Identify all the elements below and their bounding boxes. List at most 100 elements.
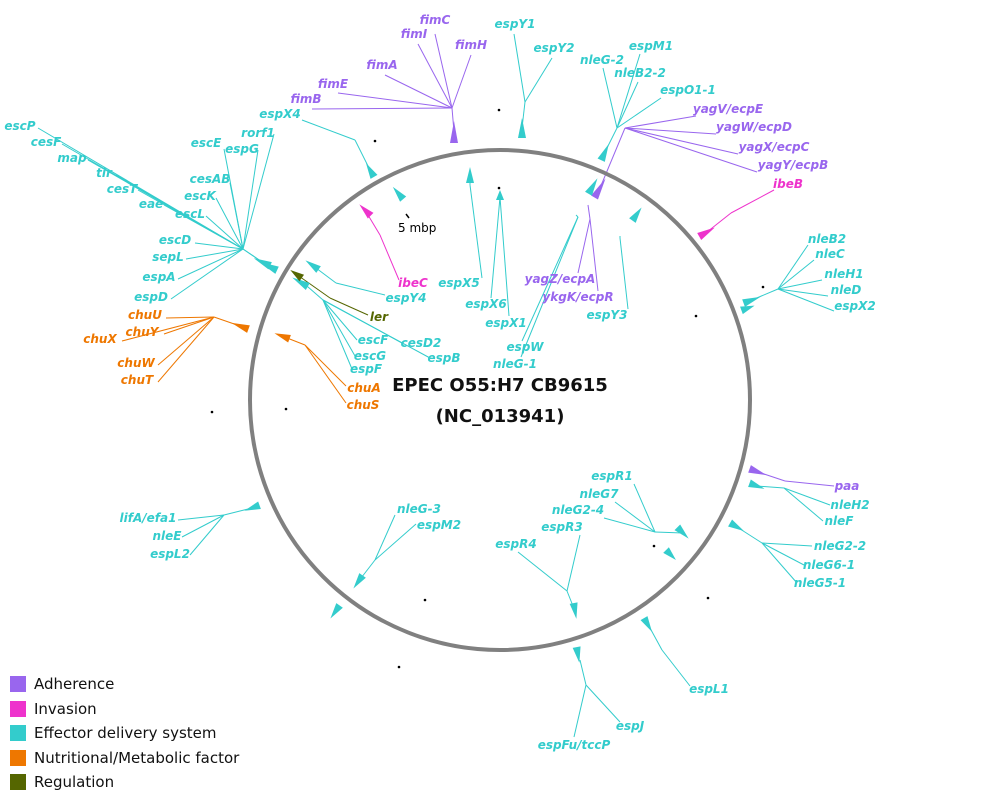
- gene-feature: [597, 143, 609, 162]
- gene-label: ler: [370, 310, 389, 324]
- gene-label: espY2: [534, 41, 575, 55]
- connector-line: [585, 684, 621, 723]
- connector-line: [661, 649, 691, 687]
- gene-feature: [292, 277, 310, 290]
- connector-line: [451, 54, 472, 109]
- connector-line: [777, 259, 815, 290]
- connector-line: [524, 57, 553, 103]
- gene-label: chuS: [347, 398, 380, 412]
- connector-line: [517, 551, 568, 592]
- gene-label: chuT: [121, 373, 154, 387]
- connector-line: [223, 148, 244, 250]
- connector-line: [304, 344, 347, 404]
- gene-label: espG: [225, 142, 259, 156]
- gene-label: espX6: [465, 297, 506, 311]
- gene-label: espY1: [495, 17, 536, 31]
- gene-label: fimH: [455, 38, 487, 52]
- gene-label: espX2: [834, 299, 875, 313]
- connector-line: [777, 288, 829, 297]
- gene-label: espX4: [259, 107, 300, 121]
- gene-label: espY4: [386, 291, 427, 305]
- position-dot: [706, 596, 710, 600]
- gene-label: chuA: [347, 381, 381, 395]
- connector-line: [616, 81, 639, 129]
- gene-label: nleB2-2: [614, 66, 666, 80]
- connector-line: [170, 248, 244, 300]
- connector-line: [614, 501, 656, 533]
- gene-label: espJ: [616, 719, 645, 733]
- gene-feature: [663, 547, 676, 560]
- gene-feature: [290, 269, 305, 282]
- connector-line: [337, 92, 453, 109]
- gene-feature: [748, 479, 765, 489]
- gene-feature: [518, 118, 526, 138]
- gene-feature: [353, 573, 366, 589]
- gene-label: fimB: [290, 92, 321, 106]
- connector-line: [566, 534, 581, 592]
- gene-feature: [572, 646, 581, 663]
- gene-label: espR4: [495, 537, 536, 551]
- genome-circle: [248, 148, 752, 652]
- gene-label: espW: [506, 340, 544, 354]
- marker-label: 5 mbp: [398, 221, 436, 235]
- gene-label: yagW/ecpD: [716, 120, 792, 134]
- connector-line: [163, 316, 215, 335]
- connector-line: [577, 218, 591, 274]
- legend-label: Effector delivery system: [34, 724, 217, 743]
- marker-tick: [405, 213, 410, 219]
- gene-feature: [392, 186, 407, 202]
- connector-line: [384, 74, 453, 109]
- legend-item-invasion: Invasion: [10, 697, 239, 722]
- connector-line: [761, 542, 798, 584]
- connector-line: [783, 487, 824, 522]
- gene-features: [231, 118, 767, 663]
- connector-line: [301, 119, 356, 141]
- gene-label: sepL: [152, 250, 184, 264]
- genome-accession: (NC_013941): [436, 406, 565, 427]
- legend-item-regulation: Regulation: [10, 770, 239, 795]
- connector-stem: [575, 214, 579, 218]
- connector-line: [121, 316, 215, 342]
- connector-line: [322, 299, 358, 341]
- connector-line: [619, 237, 629, 310]
- legend-label: Regulation: [34, 773, 115, 792]
- connector-line: [189, 514, 225, 556]
- connector-stem: [599, 127, 626, 189]
- gene-feature: [366, 163, 378, 179]
- gene-label: nleB2: [808, 232, 846, 246]
- connector-line: [311, 107, 453, 110]
- connector-line: [783, 487, 831, 506]
- gene-label: nleG7: [580, 487, 620, 501]
- legend-label: Nutritional/Metabolic factor: [34, 748, 240, 767]
- connector-line: [624, 115, 697, 129]
- gene-feature: [359, 204, 374, 219]
- gene-label: espB: [427, 351, 460, 365]
- connector-line: [335, 282, 386, 296]
- gene-label: cesT: [107, 182, 138, 196]
- gene-label: map: [57, 151, 87, 165]
- gene-label: espR3: [541, 520, 582, 534]
- gene-feature: [742, 296, 761, 307]
- gene-label: nleG2-4: [552, 503, 604, 517]
- connector-line: [205, 215, 244, 250]
- gene-feature: [629, 207, 642, 223]
- legend-item-adherence: Adherence: [10, 672, 239, 697]
- gene-label: nleG6-1: [803, 558, 855, 572]
- legend-label: Adherence: [34, 675, 115, 694]
- gene-label: chuU: [128, 308, 162, 322]
- position-dot: [210, 410, 214, 414]
- connector-line: [374, 523, 417, 561]
- gene-label: espL2: [150, 547, 190, 561]
- legend-item-effector: Effector delivery system: [10, 721, 239, 746]
- position-dot: [284, 407, 288, 411]
- gene-label: nleF: [825, 514, 855, 528]
- position-dot: [497, 186, 501, 190]
- gene-label: yagV/ecpE: [693, 102, 764, 116]
- position-dot: [423, 598, 427, 602]
- gene-label: espM2: [417, 518, 461, 532]
- connector-line: [379, 234, 400, 281]
- connector-line: [784, 480, 835, 487]
- gene-feature: [591, 178, 606, 200]
- gene-label: cesF: [31, 135, 62, 149]
- connector-line: [499, 196, 510, 317]
